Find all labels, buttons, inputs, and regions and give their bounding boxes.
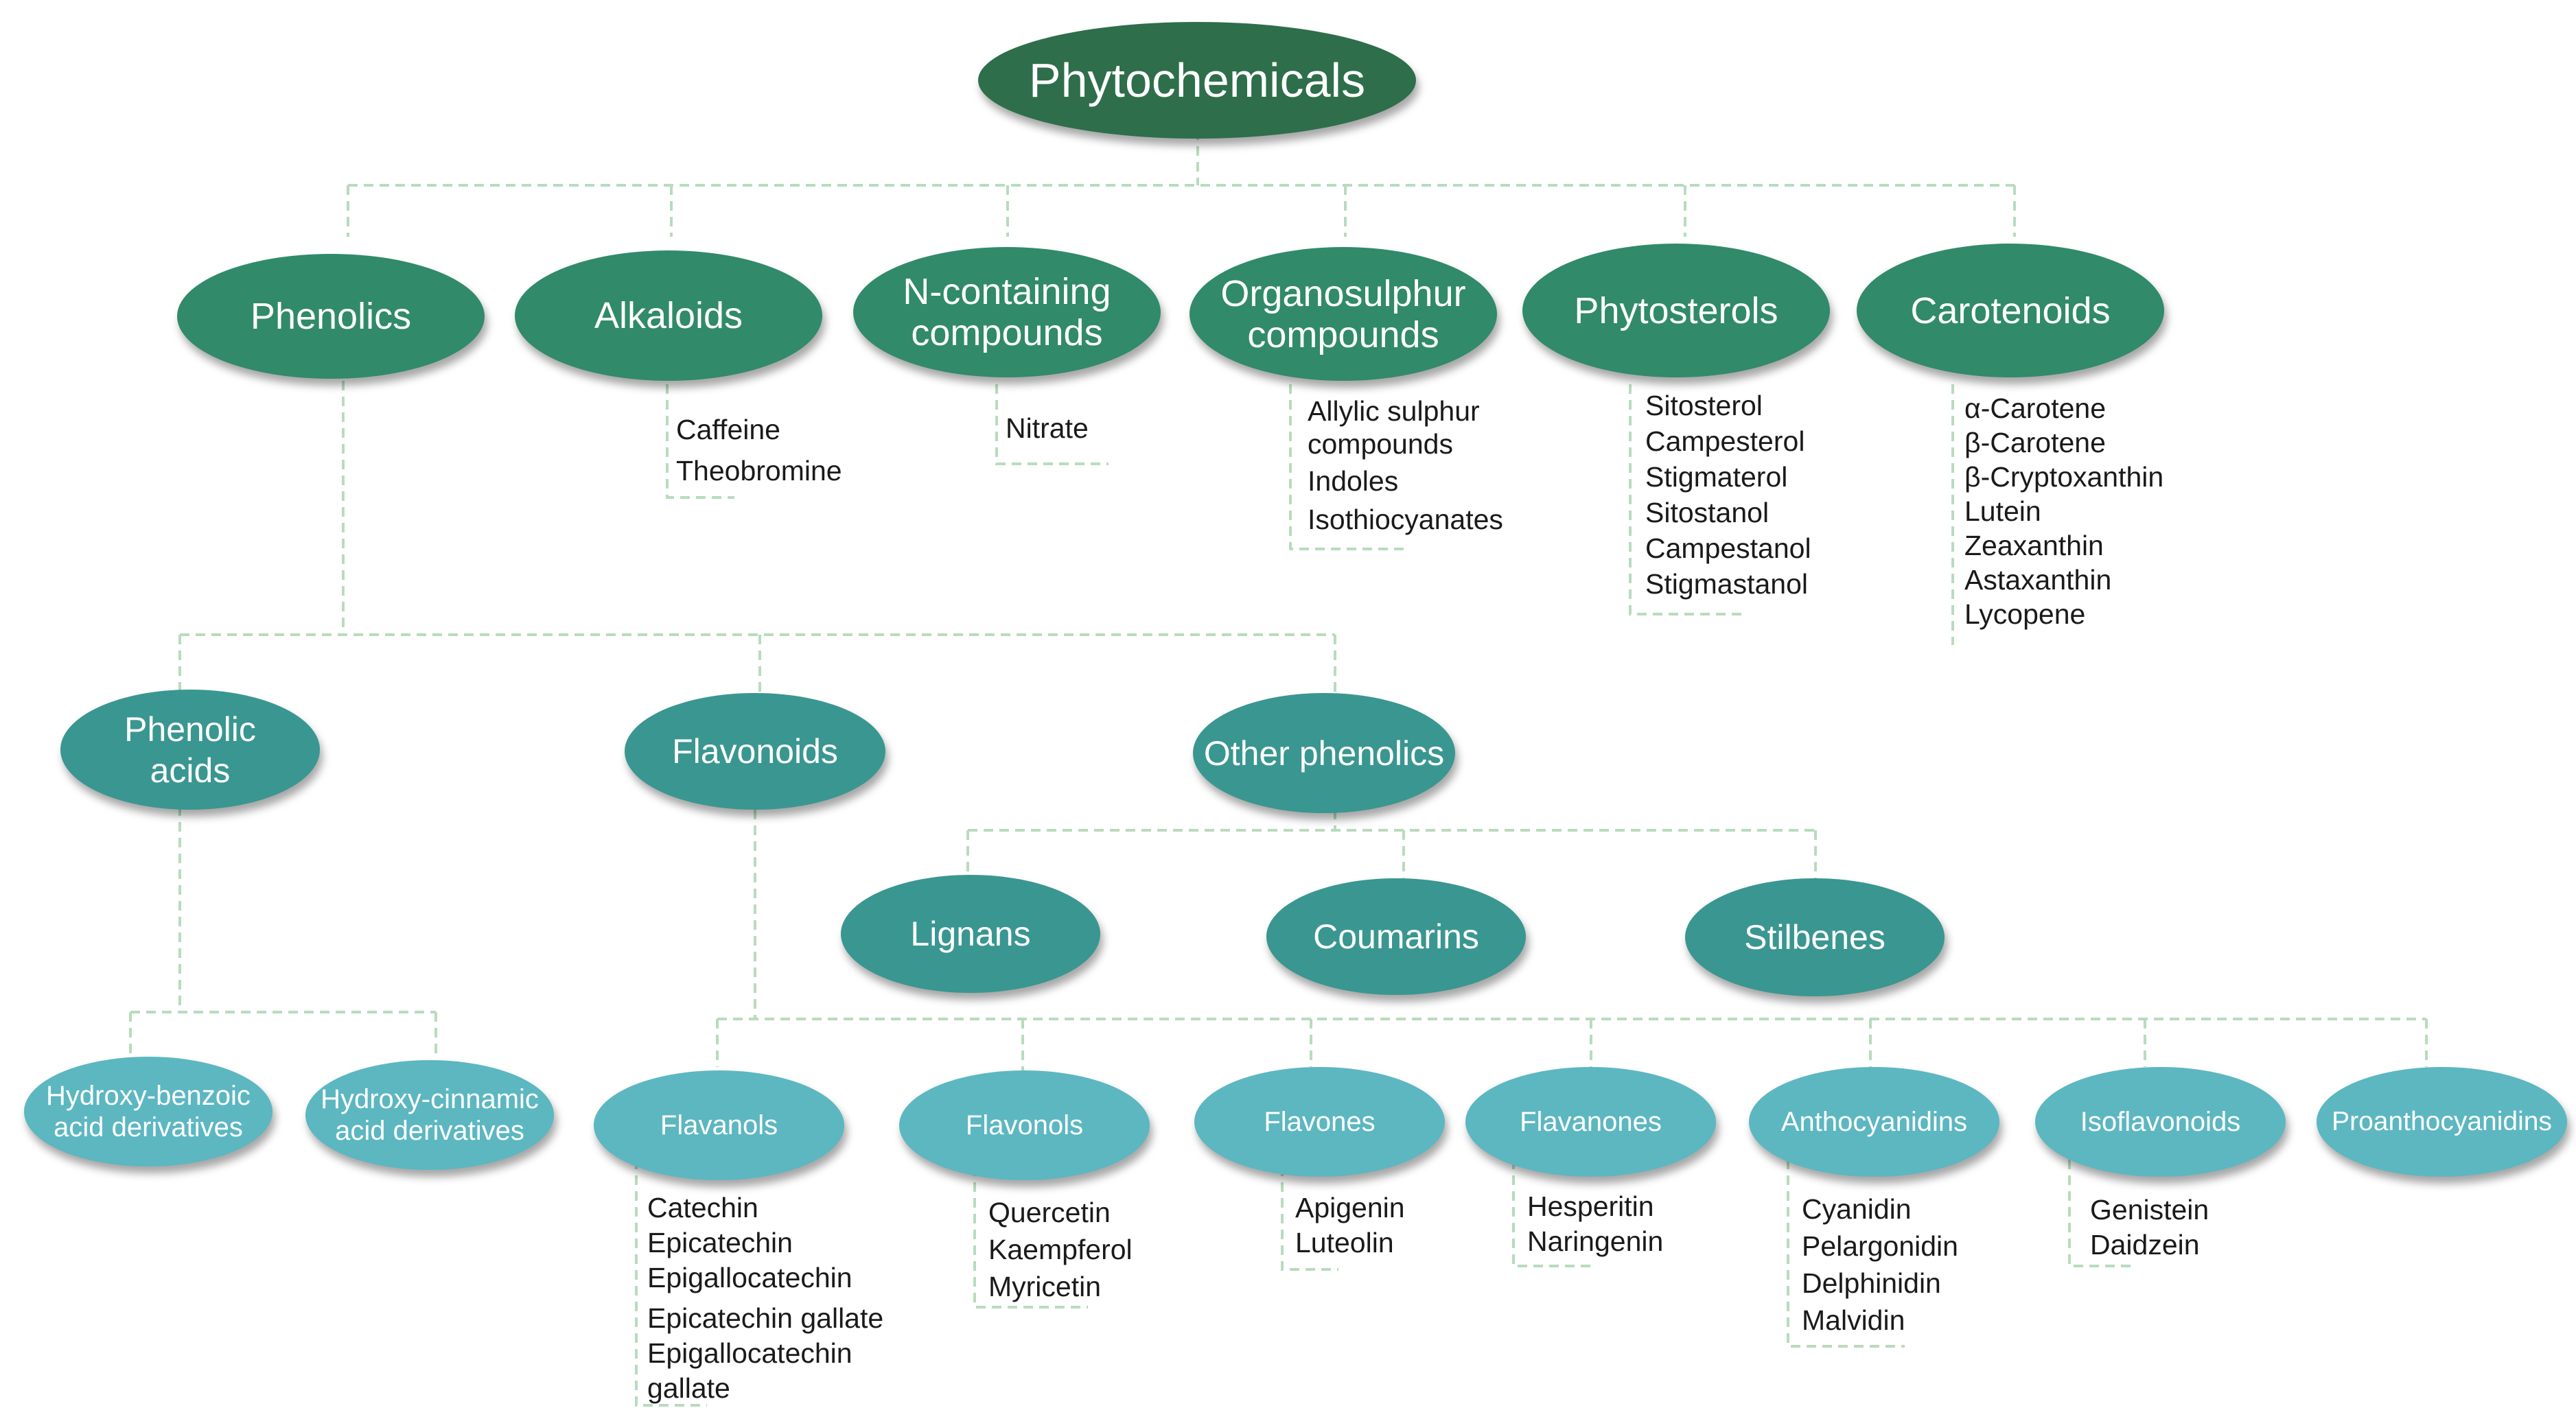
- example-item: Sitosterol: [1645, 390, 1763, 421]
- subgroup-label-coumarins: Coumarins: [1313, 917, 1479, 956]
- class-node-carotenoids: Carotenoids: [1857, 244, 2164, 377]
- subgroup-node-coumarins: Coumarins: [1266, 878, 1526, 995]
- class-label-alkaloids: Alkaloids: [594, 295, 743, 336]
- example-item: Nitrate: [1006, 412, 1089, 444]
- class-label-carotenoids: Carotenoids: [1910, 290, 2111, 331]
- subtype-node-proanthocyanidins: Proanthocyanidins: [2317, 1067, 2567, 1177]
- group-node-other-phenolics: Other phenolics: [1193, 693, 1455, 813]
- example-item: Epigallocatechin: [647, 1262, 852, 1293]
- example-item: Zeaxanthin: [1964, 530, 2104, 561]
- example-item: Isothiocyanates: [1308, 504, 1503, 535]
- example-item: Luteolin: [1295, 1227, 1394, 1258]
- subtype-node-isoflavonoids: Isoflavonoids: [2035, 1067, 2286, 1177]
- example-item: Astaxanthin: [1964, 564, 2112, 596]
- example-item: Campestanol: [1645, 532, 1811, 564]
- subtype-node-flavanones: Flavanones: [1465, 1067, 1716, 1177]
- group-label-other-phenolics: Other phenolics: [1203, 734, 1445, 773]
- class-label-phenolics: Phenolics: [250, 296, 412, 337]
- example-item: Epicatechin: [647, 1227, 793, 1258]
- root-node-phytochemicals: Phytochemicals: [978, 22, 1416, 139]
- example-item: Kaempferol: [988, 1234, 1133, 1265]
- subtype-node-hydroxybenzoic: Hydroxy-benzoic acid derivatives: [24, 1057, 272, 1166]
- class-node-alkaloids: Alkaloids: [515, 250, 822, 381]
- example-item: Epicatechin gallate: [647, 1302, 884, 1334]
- example-item: Cyanidin: [1802, 1193, 1912, 1225]
- subgroup-label-stilbenes: Stilbenes: [1744, 918, 1885, 957]
- subtype-label-hydroxycinnamic: Hydroxy-cinnamic acid derivatives: [321, 1084, 539, 1146]
- example-item: β-Carotene: [1964, 427, 2106, 458]
- example-list-flavanones: Hesperitin Naringenin: [1527, 1189, 1663, 1259]
- example-item: Apigenin: [1295, 1192, 1405, 1223]
- example-item: Stigmastanol: [1645, 568, 1809, 600]
- example-item: Hesperitin: [1527, 1191, 1654, 1222]
- example-item: Sitostanol: [1645, 497, 1769, 528]
- subgroup-node-stilbenes: Stilbenes: [1685, 878, 1945, 996]
- example-item: Delphinidin: [1802, 1267, 1941, 1299]
- example-item: Lycopene: [1964, 598, 2086, 630]
- example-item: Naringenin: [1527, 1226, 1664, 1257]
- group-node-flavonoids: Flavonoids: [625, 693, 885, 810]
- subtype-label-flavonols: Flavonols: [965, 1110, 1084, 1140]
- subtype-label-flavanols: Flavanols: [660, 1110, 778, 1140]
- subtype-label-flavones: Flavones: [1264, 1107, 1376, 1137]
- example-item: Myricetin: [988, 1271, 1102, 1302]
- example-list-flavones: Apigenin Luteolin: [1295, 1191, 1405, 1260]
- subtype-label-flavanones: Flavanones: [1520, 1107, 1662, 1137]
- group-label-flavonoids: Flavonoids: [672, 732, 838, 771]
- example-item: Pelargonidin: [1802, 1230, 1958, 1262]
- example-item: Catechin: [647, 1192, 758, 1223]
- example-list-flavonols: Quercetin Kaempferol Myricetin: [988, 1194, 1133, 1305]
- class-node-organosulphur-compounds: Organosulphur compounds: [1190, 247, 1497, 381]
- example-list-flavanols: Catechin Epicatechin Epigallocatechin Ep…: [647, 1191, 883, 1406]
- example-item: Daidzein: [2090, 1229, 2200, 1260]
- example-list-anthocyanidins: Cyanidin Pelargonidin Delphinidin Malvid…: [1802, 1191, 1958, 1339]
- group-label-phenolic-acids: Phenolic acids: [124, 710, 256, 790]
- subgroup-node-lignans: Lignans: [841, 875, 1100, 993]
- class-label-organosulphur: Organosulphur compounds: [1220, 272, 1466, 355]
- example-item: Lutein: [1964, 495, 2041, 527]
- class-label-phytosterols: Phytosterols: [1574, 290, 1778, 331]
- example-item: Malvidin: [1802, 1304, 1905, 1336]
- subtype-node-flavones: Flavones: [1194, 1067, 1445, 1177]
- subtype-node-flavonols: Flavonols: [899, 1070, 1150, 1180]
- subtype-node-hydroxycinnamic: Hydroxy-cinnamic acid derivatives: [305, 1060, 554, 1170]
- example-list-organosulphur: Allylic sulphur compounds Indoles Isothi…: [1308, 395, 1503, 536]
- example-item: Caffeine: [676, 414, 780, 445]
- example-item: Epigallocatechin gallate: [647, 1337, 852, 1404]
- example-item: β-Cryptoxanthin: [1964, 461, 2164, 493]
- group-node-phenolic-acids: Phenolic acids: [60, 690, 320, 810]
- example-item: Allylic sulphur compounds: [1308, 395, 1480, 460]
- example-item: Genistein: [2090, 1194, 2209, 1226]
- subgroup-label-lignans: Lignans: [910, 915, 1031, 953]
- example-item: Quercetin: [988, 1197, 1111, 1228]
- subtype-label-anthocyanidins: Anthocyanidins: [1780, 1107, 1968, 1137]
- example-list-alkaloids: Caffeine Theobromine: [676, 412, 842, 489]
- class-node-phytosterols: Phytosterols: [1522, 244, 1830, 377]
- example-list-phytosterols: Sitosterol Campesterol Stigmaterol Sitos…: [1645, 388, 1811, 602]
- example-item: Indoles: [1308, 465, 1399, 497]
- class-label-n-containing: N-containing compounds: [903, 271, 1111, 353]
- class-node-phenolics: Phenolics: [177, 254, 485, 379]
- example-item: Theobromine: [676, 455, 842, 486]
- subtype-label-isoflavonoids: Isoflavonoids: [2080, 1107, 2241, 1137]
- subtype-label-hydroxybenzoic: Hydroxy-benzoic acid derivatives: [46, 1081, 251, 1142]
- root-label: Phytochemicals: [1028, 54, 1366, 107]
- example-item: Stigmaterol: [1645, 461, 1788, 493]
- class-node-n-containing-compounds: N-containing compounds: [853, 247, 1161, 377]
- example-list-carotenoids: α-Carotene β-Carotene β-Cryptoxanthin Lu…: [1964, 391, 2163, 631]
- example-list-n-containing: Nitrate: [1006, 410, 1089, 446]
- example-item: Campesterol: [1645, 425, 1805, 457]
- subtype-node-flavanols: Flavanols: [594, 1070, 844, 1180]
- example-list-isoflavonoids: Genistein Daidzein: [2090, 1193, 2209, 1263]
- subtype-label-proanthocyanidins: Proanthocyanidins: [2332, 1107, 2552, 1136]
- example-item: α-Carotene: [1964, 392, 2107, 424]
- subtype-node-anthocyanidins: Anthocyanidins: [1749, 1067, 1999, 1177]
